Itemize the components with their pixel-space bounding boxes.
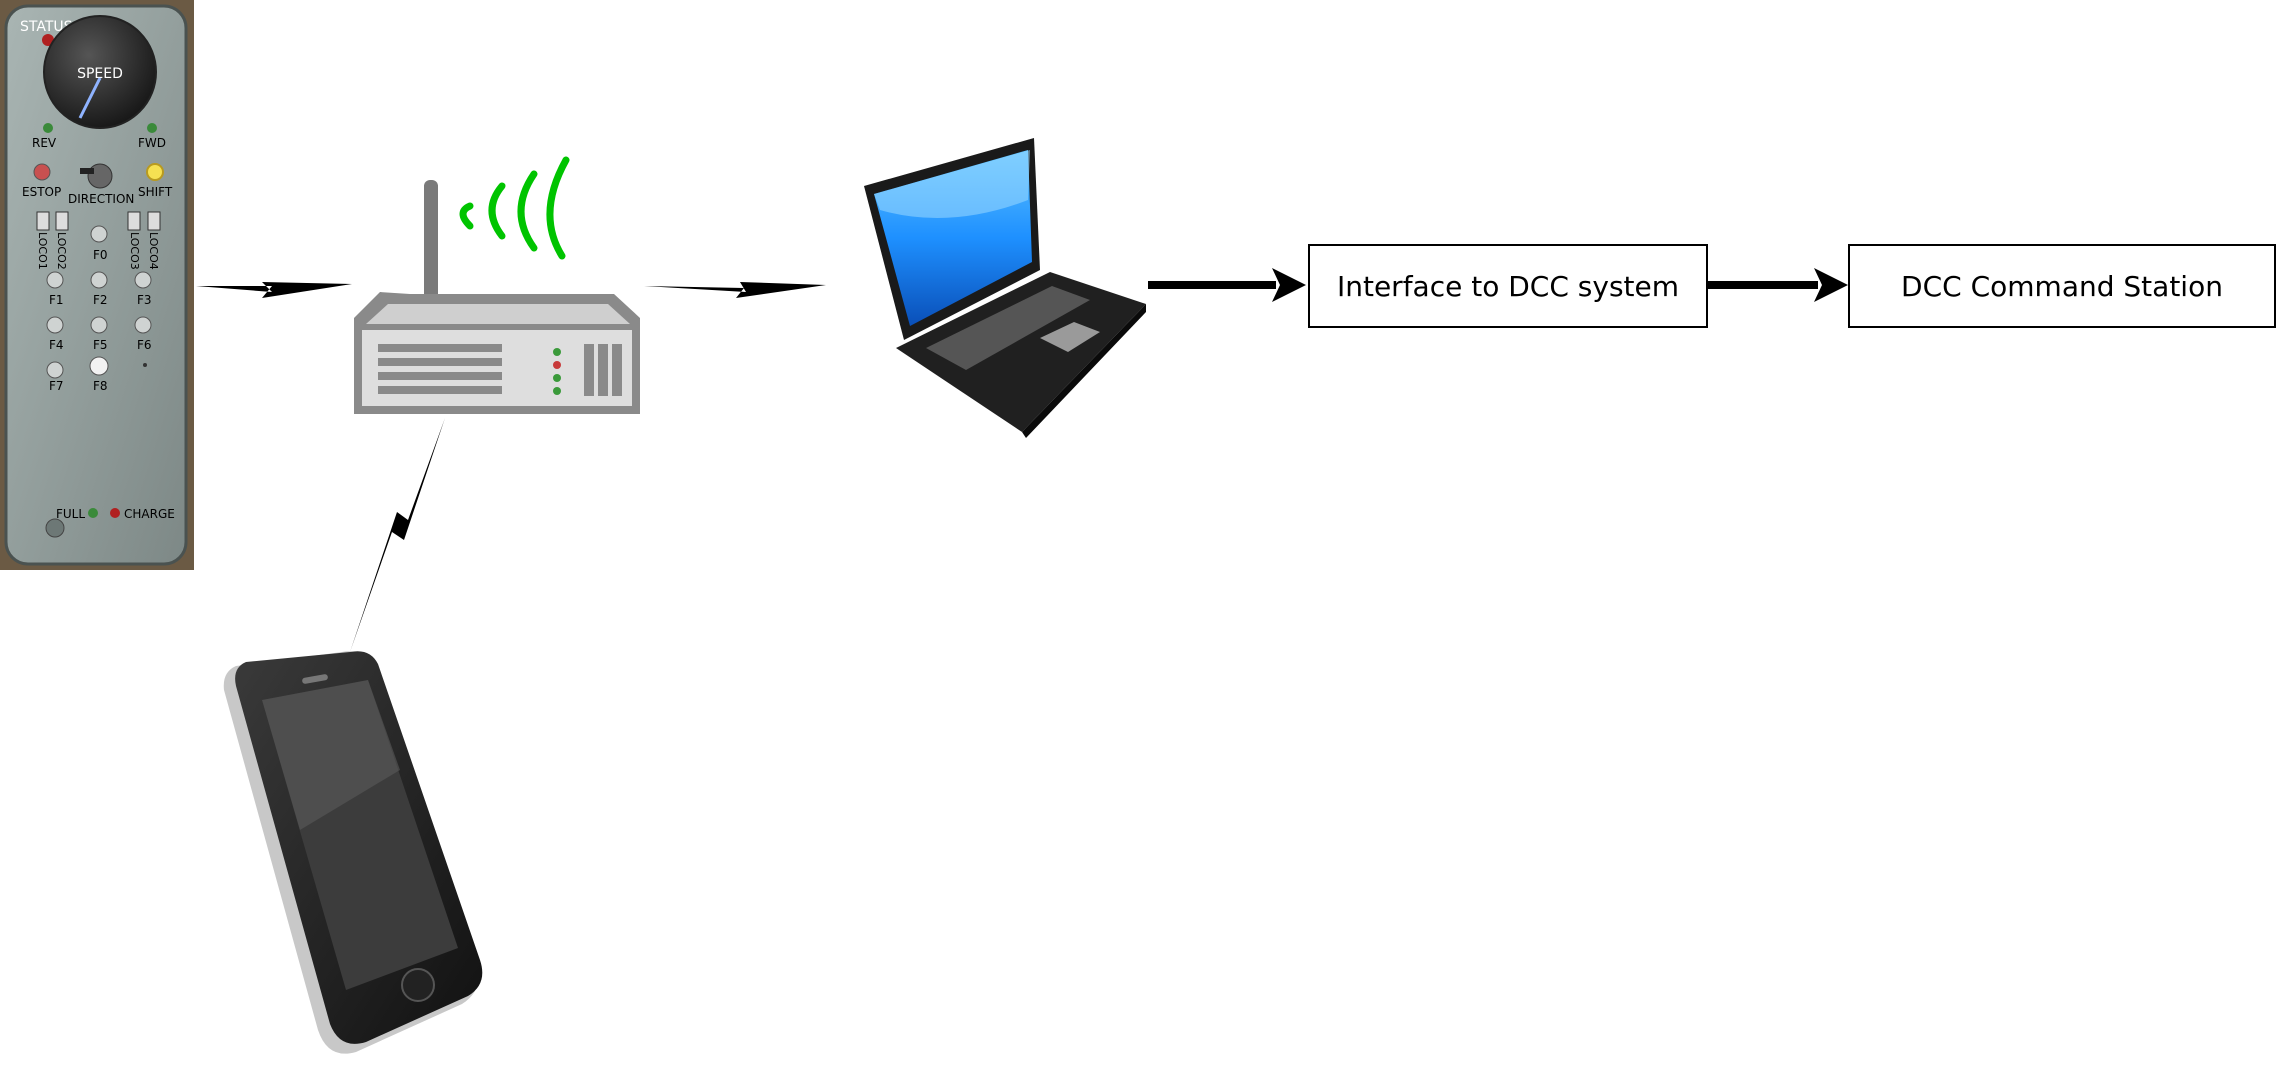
wifi-wave-1 <box>459 202 474 230</box>
direction-label: DIRECTION <box>68 192 134 206</box>
loco4-switch[interactable] <box>147 211 161 231</box>
smartphone <box>223 651 483 1054</box>
router-port-1 <box>584 344 594 396</box>
router-led-1 <box>553 348 561 356</box>
router-led-4 <box>553 387 561 395</box>
wireless-link-router-laptop <box>644 282 826 298</box>
laptop-base <box>896 272 1146 432</box>
command-station-box: DCC Command Station <box>1848 244 2276 328</box>
direction-switch-lever <box>80 168 94 174</box>
f8-button[interactable] <box>89 356 109 376</box>
loco3-label: LOCO3 <box>128 232 141 270</box>
wireless-throttle: STATUS SPEED REV FWD ESTOP DIRECTION SHI… <box>0 0 194 570</box>
router-vent-1 <box>378 344 502 352</box>
speed-knob[interactable] <box>43 15 157 129</box>
f6-button[interactable] <box>134 316 152 334</box>
router-led-3 <box>553 374 561 382</box>
charge-led <box>110 508 120 518</box>
loco2-switch[interactable] <box>55 211 69 231</box>
estop-button[interactable] <box>33 163 51 181</box>
router-top <box>366 304 630 324</box>
f3-label: F3 <box>137 293 152 307</box>
f5-button[interactable] <box>90 316 108 334</box>
wireless-link-throttle-router <box>196 282 352 298</box>
speed-label: SPEED <box>77 66 123 82</box>
wifi-wave-4 <box>546 156 570 260</box>
interface-label: Interface to DCC system <box>1336 269 1680 303</box>
phone-home-button[interactable] <box>401 968 435 1002</box>
command-station-label: DCC Command Station <box>1901 269 2223 303</box>
loco1-switch[interactable] <box>36 211 50 231</box>
laptop-touchpad <box>1040 322 1100 352</box>
f6-label: F6 <box>137 338 152 352</box>
f0-button[interactable] <box>90 225 108 243</box>
estop-label: ESTOP <box>22 185 61 199</box>
wifi-router <box>354 156 640 414</box>
fwd-label: FWD <box>138 136 166 150</box>
throttle-dot <box>143 363 147 367</box>
f2-button[interactable] <box>90 271 108 289</box>
arrowhead-interface-to-station <box>1814 268 1848 302</box>
rev-led <box>43 123 53 133</box>
laptop-edge <box>1022 304 1146 438</box>
f0-label: F0 <box>93 248 108 262</box>
router-port-2 <box>598 344 608 396</box>
f8-label: F8 <box>93 379 108 393</box>
wireless-link-router-phone <box>350 418 445 652</box>
f1-button[interactable] <box>46 271 64 289</box>
f7-label: F7 <box>49 379 64 393</box>
phone-speaker <box>302 674 328 684</box>
router-led-2 <box>553 361 561 369</box>
loco4-label: LOCO4 <box>147 232 160 270</box>
shift-label: SHIFT <box>138 185 173 199</box>
router-vent-3 <box>378 372 502 380</box>
rev-label: REV <box>32 136 57 150</box>
f3-button[interactable] <box>134 271 152 289</box>
loco3-switch[interactable] <box>127 211 141 231</box>
f2-label: F2 <box>93 293 108 307</box>
throttle-screw <box>45 518 65 538</box>
shift-button[interactable] <box>146 163 164 181</box>
wifi-wave-3 <box>517 170 538 252</box>
phone-screen-glare <box>262 680 400 830</box>
router-port-3 <box>612 344 622 396</box>
full-led <box>88 508 98 518</box>
router-antenna <box>424 180 438 300</box>
fwd-led <box>147 123 157 133</box>
arrowhead-laptop-to-interface <box>1272 268 1306 302</box>
interface-box: Interface to DCC system <box>1308 244 1708 328</box>
f1-label: F1 <box>49 293 64 307</box>
status-label: STATUS <box>20 19 73 35</box>
f7-button[interactable] <box>46 361 64 379</box>
laptop-screen-glare <box>874 150 1030 218</box>
f5-label: F5 <box>93 338 108 352</box>
f4-button[interactable] <box>46 316 64 334</box>
loco2-label: LOCO2 <box>55 232 68 270</box>
loco1-label: LOCO1 <box>36 232 49 270</box>
laptop-keyboard <box>926 286 1090 370</box>
direction-switch[interactable] <box>87 163 113 189</box>
laptop <box>864 138 1146 438</box>
full-label: FULL <box>56 507 85 521</box>
speed-knob-pointer <box>78 77 102 119</box>
router-vent-2 <box>378 358 502 366</box>
router-vent-4 <box>378 386 502 394</box>
wifi-wave-2 <box>488 182 506 240</box>
charge-label: CHARGE <box>124 507 175 521</box>
f4-label: F4 <box>49 338 64 352</box>
